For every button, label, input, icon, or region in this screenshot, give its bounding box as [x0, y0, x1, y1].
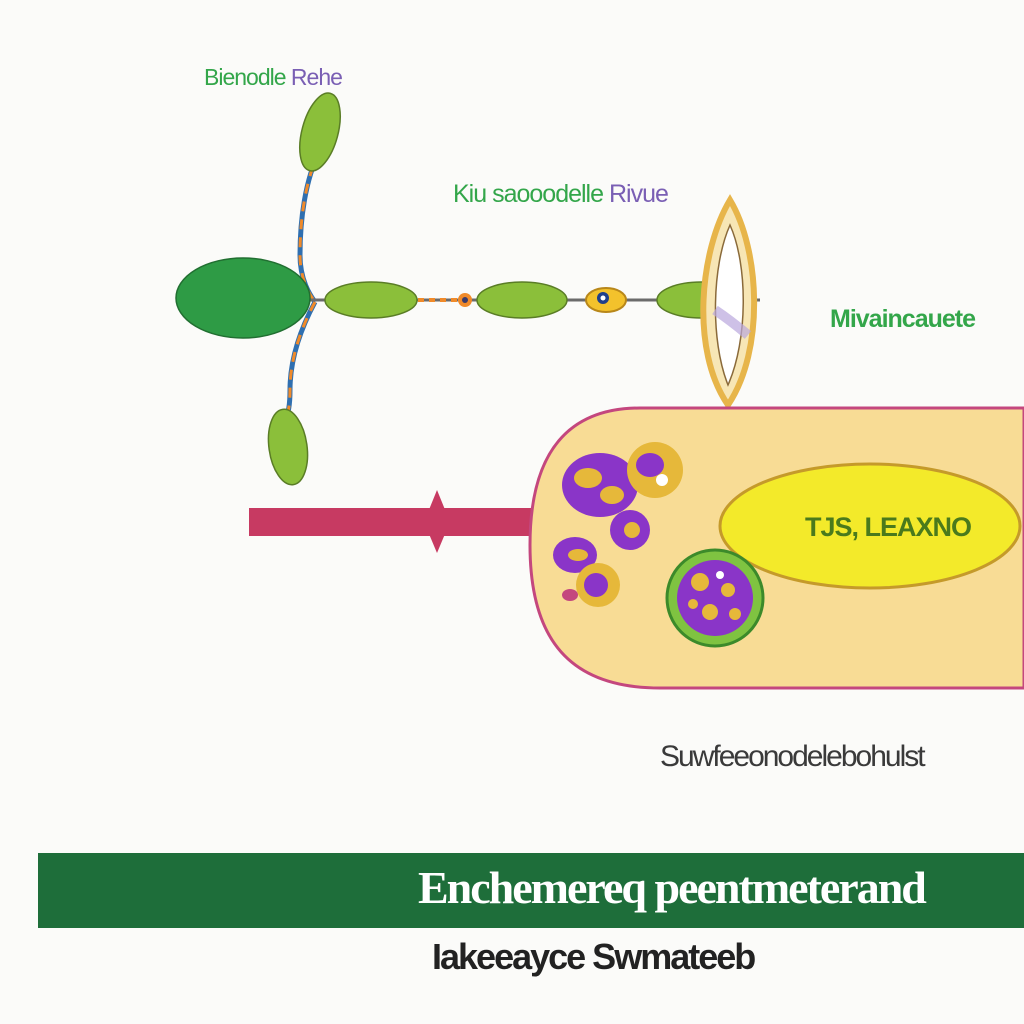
label-top-left: Bienodle Rehe [204, 64, 343, 91]
subtitle: Iakeeayce Swmateeb [432, 936, 756, 977]
title-banner: Enchemereq peentmeterand [38, 853, 1024, 928]
nucleus [718, 462, 1022, 590]
label-caption: Suwfeeonodelebohulst [660, 740, 926, 773]
leaf-top [299, 92, 341, 172]
leaf-mid-1 [324, 281, 418, 319]
label-middle-b: Rivue [608, 180, 669, 208]
label-middle: Kiu saooodelle Rivue [453, 180, 669, 209]
leaf-mid-2 [476, 281, 568, 319]
input-arrow [249, 490, 549, 553]
round-organelle [665, 548, 765, 648]
banner-title: Enchemereq peentmeterand [418, 862, 927, 913]
leaf-bottom [267, 408, 309, 486]
label-top-left-a: Bienodle [204, 64, 287, 90]
label-top-left-b: Rehe [290, 64, 343, 90]
label-middle-a: Kiu saooodelle [453, 180, 604, 208]
lens-organelle [700, 194, 758, 411]
small-knot [458, 293, 472, 307]
granule-cluster [553, 442, 683, 607]
label-nucleus: TJS, LEAXNO [805, 512, 972, 542]
eye-organelle [585, 287, 627, 313]
leaf-large-left [175, 257, 311, 339]
label-right: Mivaincauete [830, 305, 976, 333]
